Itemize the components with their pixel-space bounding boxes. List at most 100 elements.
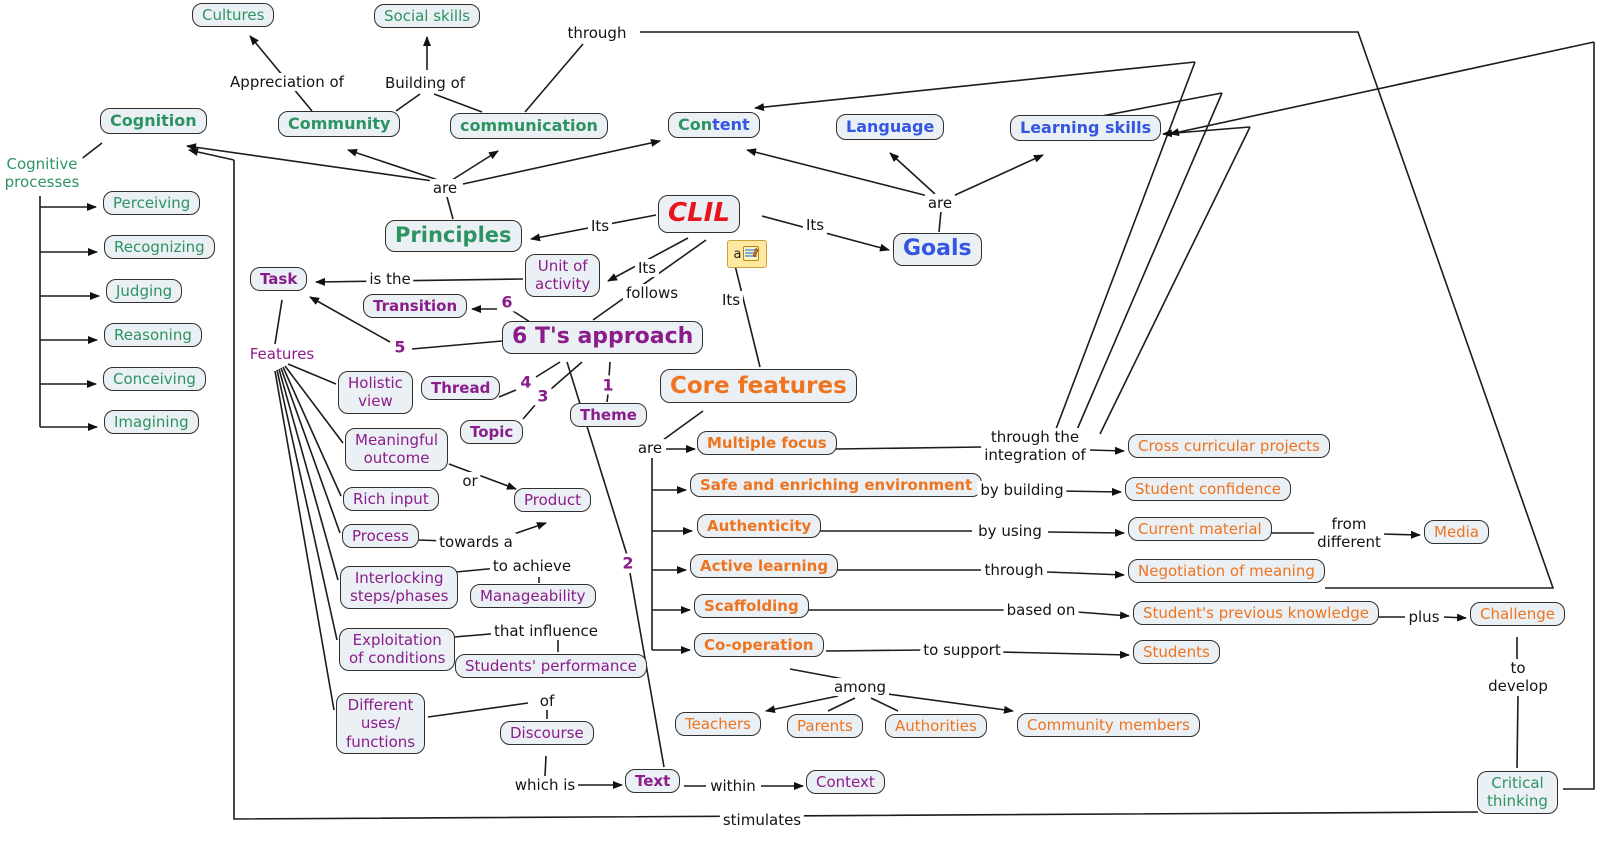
node-negotiation-of-meaning[interactable]: Negotiation of meaning (1128, 559, 1325, 584)
node-challenge[interactable]: Challenge (1470, 602, 1565, 627)
node-teachers[interactable]: Teachers (675, 712, 761, 737)
node-topic[interactable]: Topic (460, 420, 524, 445)
link-label-which-is[interactable]: which is (511, 776, 579, 794)
node-active-learning[interactable]: Active learning (690, 554, 839, 579)
node-core-features[interactable]: Core features (660, 369, 857, 404)
node-social-skills[interactable]: Social skills (374, 4, 481, 29)
link-label-are-goals[interactable]: are (924, 194, 956, 212)
node-text[interactable]: Text (625, 769, 681, 794)
node-context[interactable]: Context (806, 770, 885, 795)
node-parents[interactable]: Parents (787, 714, 863, 739)
link-label-are-core[interactable]: are (634, 439, 666, 457)
link-label-is-the[interactable]: is the (366, 270, 414, 288)
node-authorities[interactable]: Authorities (885, 714, 987, 739)
link-label-are-principles[interactable]: are (429, 179, 461, 197)
link-label-within[interactable]: within (707, 777, 759, 795)
node-thread[interactable]: Thread (421, 376, 501, 401)
link-label-its-core[interactable]: Its (718, 291, 744, 309)
link-label-through-top[interactable]: through (564, 24, 630, 42)
link-label-by-building[interactable]: by building (977, 481, 1067, 499)
link-label-building-of[interactable]: Building of (381, 74, 469, 92)
node-learning-skills[interactable]: Learning skills (1010, 115, 1162, 141)
node-students[interactable]: Students (1133, 640, 1220, 665)
node-current-material[interactable]: Current material (1128, 517, 1272, 542)
node-principles[interactable]: Principles (385, 220, 522, 252)
node-clil[interactable]: CLIL (658, 195, 740, 233)
link-label-num-1[interactable]: 1 (599, 375, 617, 395)
link-label-its-goals[interactable]: Its (802, 216, 828, 234)
link-label-num-2[interactable]: 2 (619, 553, 637, 573)
node-holistic-view[interactable]: Holistic view (338, 371, 413, 414)
long-range-wires (188, 41, 1595, 820)
link-label-num-3[interactable]: 3 (534, 386, 552, 406)
node-authenticity[interactable]: Authenticity (697, 514, 822, 539)
link-label-appreciation-of[interactable]: Appreciation of (227, 73, 347, 91)
node-media[interactable]: Media (1424, 520, 1490, 545)
link-label-of[interactable]: of (536, 692, 558, 710)
node-six-ts-approach[interactable]: 6 T's approach (502, 321, 704, 354)
node-community-members[interactable]: Community members (1017, 713, 1200, 738)
node-discourse[interactable]: Discourse (500, 721, 594, 746)
node-co-operation[interactable]: Co-operation (694, 633, 824, 658)
node-language[interactable]: Language (836, 114, 945, 140)
link-label-based-on[interactable]: based on (1003, 601, 1079, 619)
link-label-num-5[interactable]: 5 (391, 337, 409, 357)
node-interlocking-steps[interactable]: Interlocking steps/phases (340, 566, 459, 609)
link-label-through-integration[interactable]: through the integration of (981, 428, 1089, 464)
integration-wires (754, 61, 1251, 435)
node-cultures[interactable]: Cultures (192, 3, 275, 28)
link-label-stimulates[interactable]: stimulates (719, 811, 805, 829)
node-reasoning[interactable]: Reasoning (104, 323, 202, 348)
link-label-to-support[interactable]: to support (920, 641, 1004, 659)
link-label-to-develop[interactable]: to develop (1485, 659, 1551, 695)
node-critical-thinking[interactable]: Critical thinking (1477, 771, 1558, 814)
node-student-confidence[interactable]: Student confidence (1125, 477, 1291, 502)
node-cross-curricular-projects[interactable]: Cross curricular projects (1128, 434, 1330, 459)
node-cognition[interactable]: Cognition (100, 108, 207, 134)
link-label-among[interactable]: among (830, 678, 890, 696)
link-label-through-active[interactable]: through (981, 561, 1047, 579)
link-label-num-4[interactable]: 4 (517, 372, 535, 392)
node-transition[interactable]: Transition (363, 294, 468, 319)
node-previous-knowledge[interactable]: Student's previous knowledge (1133, 601, 1379, 626)
node-community[interactable]: Community (278, 111, 401, 137)
link-label-or[interactable]: or (459, 472, 481, 490)
link-label-cognitive-processes[interactable]: Cognitive processes (1, 155, 83, 191)
link-label-its-unit[interactable]: Its (634, 259, 660, 277)
node-meaningful-outcome[interactable]: Meaningful outcome (345, 428, 449, 471)
node-theme[interactable]: Theme (570, 403, 647, 428)
node-judging[interactable]: Judging (106, 279, 183, 304)
node-goals[interactable]: Goals (893, 233, 982, 266)
link-label-its-principles[interactable]: Its (587, 217, 613, 235)
link-label-follows[interactable]: follows (622, 284, 682, 302)
node-process[interactable]: Process (342, 524, 419, 549)
link-label-that-influence[interactable]: that influence (490, 622, 602, 640)
node-unit-of-activity[interactable]: Unit of activity (525, 254, 601, 297)
node-content-part-0: Con (678, 115, 713, 134)
clil-annotation-icon[interactable]: a (727, 240, 767, 268)
node-task[interactable]: Task (250, 267, 308, 292)
node-safe-environment[interactable]: Safe and enriching environment (690, 473, 983, 498)
node-exploitation-conditions[interactable]: Exploitation of conditions (339, 628, 456, 671)
node-scaffolding[interactable]: Scaffolding (694, 594, 809, 619)
link-label-num-6[interactable]: 6 (498, 292, 516, 312)
node-communication[interactable]: communication (450, 113, 608, 139)
link-label-by-using[interactable]: by using (975, 522, 1045, 540)
link-label-towards-a[interactable]: towards a (436, 533, 516, 551)
link-label-from-different[interactable]: from different (1314, 515, 1384, 551)
node-recognizing[interactable]: Recognizing (104, 235, 215, 260)
link-label-features[interactable]: Features (246, 345, 318, 363)
node-product[interactable]: Product (514, 488, 591, 513)
node-students-performance[interactable]: Students' performance (455, 654, 647, 679)
node-manageability[interactable]: Manageability (470, 584, 596, 609)
node-rich-input[interactable]: Rich input (343, 487, 439, 512)
node-conceiving[interactable]: Conceiving (103, 367, 206, 392)
link-label-to-achieve[interactable]: to achieve (489, 557, 575, 575)
cognitive-processes-wires (39, 142, 103, 431)
node-perceiving[interactable]: Perceiving (103, 191, 201, 216)
node-different-uses[interactable]: Different uses/ functions (336, 693, 426, 754)
link-label-plus[interactable]: plus (1405, 608, 1443, 626)
node-imagining[interactable]: Imagining (104, 410, 199, 435)
node-multiple-focus[interactable]: Multiple focus (697, 431, 837, 456)
